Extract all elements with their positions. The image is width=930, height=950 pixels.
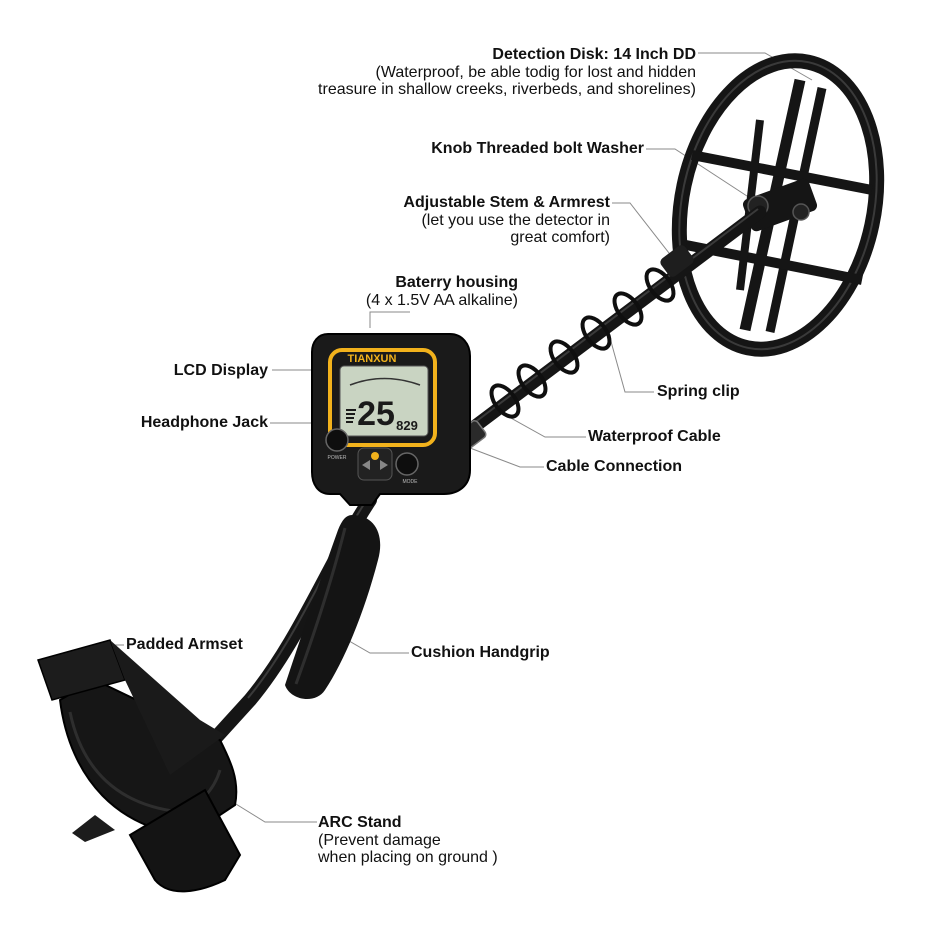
stem-desc-2: great comfort) <box>510 229 610 246</box>
arc-stand <box>72 788 242 893</box>
arc-title: ARC Stand <box>318 814 402 831</box>
shaft <box>455 205 767 450</box>
lcd-sub-digits: 829 <box>396 418 418 433</box>
stem-desc-1: (let you use the detector in <box>421 212 610 229</box>
label-arc: ARC Stand (Prevent damage when placing o… <box>318 814 498 866</box>
label-battery: Baterry housing (4 x 1.5V AA alkaline) <box>366 274 518 309</box>
battery-desc: (4 x 1.5V AA alkaline) <box>365 292 518 309</box>
label-cable: Waterproof Cable <box>588 428 721 446</box>
detection-disk-desc-2: treasure in shallow creeks, riverbeds, a… <box>318 81 696 98</box>
arc-desc-2: when placing on ground ) <box>318 849 498 866</box>
mode-label: MODE <box>403 479 419 485</box>
leader-knob <box>646 148 751 199</box>
mode-knob[interactable] <box>395 452 419 476</box>
connection-title: Cable Connection <box>546 458 683 475</box>
power-knob[interactable] <box>325 428 349 452</box>
label-connection: Cable Connection <box>546 458 682 476</box>
label-headphone: Headphone Jack <box>141 414 268 432</box>
headphone-title: Headphone Jack <box>140 414 268 431</box>
lcd-screen <box>339 365 429 437</box>
button-pad[interactable] <box>357 447 393 481</box>
label-stem: Adjustable Stem & Armrest (let you use t… <box>403 194 610 246</box>
leader-battery <box>369 311 410 328</box>
armset-title: Padded Armset <box>126 636 243 653</box>
lcd-title: LCD Display <box>173 362 268 379</box>
knob-title: Knob Threaded bolt Washer <box>431 140 644 157</box>
battery-title: Baterry housing <box>395 274 518 291</box>
leader-cable <box>499 411 586 438</box>
leader-stem <box>612 202 677 263</box>
label-armset: Padded Armset <box>126 636 243 654</box>
lcd-main-digits: 25 <box>357 395 395 433</box>
armrest <box>37 639 238 837</box>
spring-title: Spring clip <box>657 383 740 400</box>
brand-logo: TIANXUN <box>348 353 397 365</box>
detection-disk-desc-1: (Waterproof, be able todig for lost and … <box>375 64 697 81</box>
signal-bars <box>346 409 356 423</box>
handgrip-title: Cushion Handgrip <box>411 644 550 661</box>
leader-connection <box>469 447 544 468</box>
label-lcd: LCD Display <box>174 362 268 380</box>
control-box: TIANXUN 25 829 POWER MODE <box>311 333 471 506</box>
stem-title: Adjustable Stem & Armrest <box>403 194 610 211</box>
power-label: POWER <box>328 455 347 461</box>
label-spring: Spring clip <box>657 383 740 401</box>
leader-spring <box>609 337 654 393</box>
detection-disk-title: Detection Disk: 14 Inch DD <box>492 46 696 63</box>
arc-desc-1: (Prevent damage <box>318 832 441 849</box>
leader-detection-disk <box>698 52 813 81</box>
handgrip-foam <box>285 515 381 700</box>
label-handgrip: Cushion Handgrip <box>411 644 550 662</box>
search-coil <box>671 53 885 357</box>
label-detection-disk: Detection Disk: 14 Inch DD (Waterproof, … <box>318 46 696 98</box>
label-knob: Knob Threaded bolt Washer <box>431 140 644 158</box>
cable-title: Waterproof Cable <box>588 428 721 445</box>
